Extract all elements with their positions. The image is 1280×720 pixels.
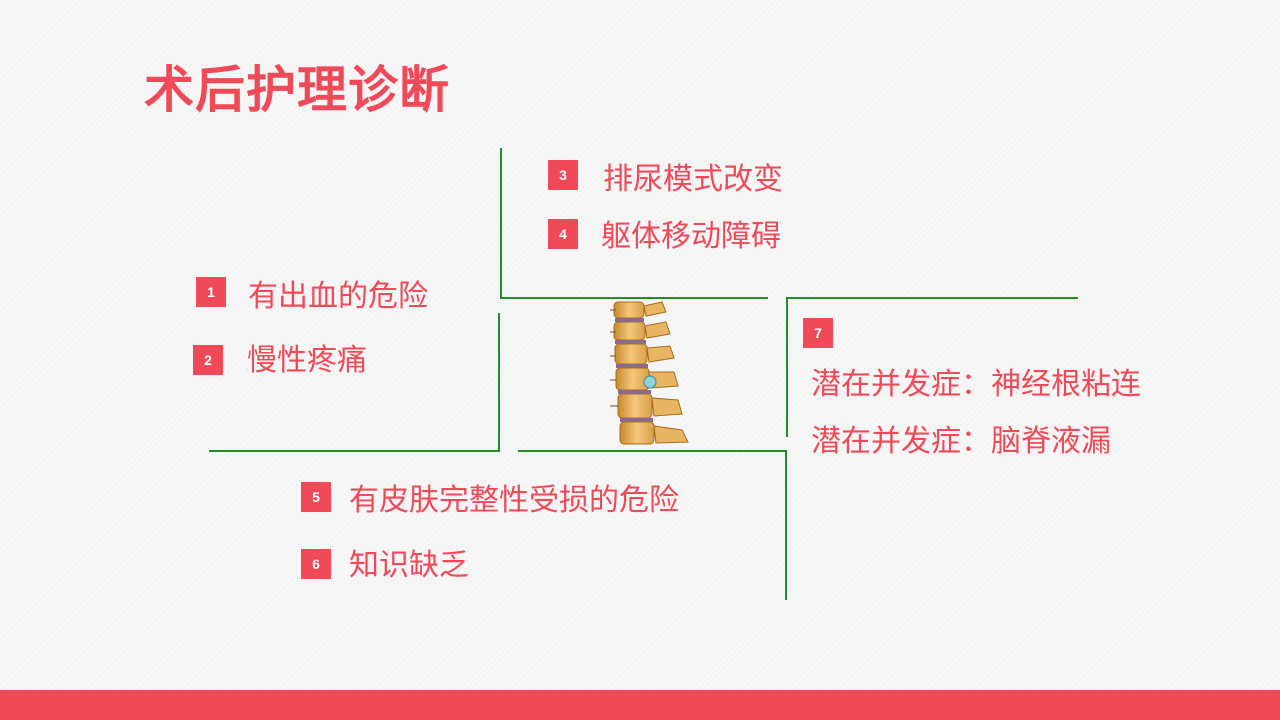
number-badge-1: 1 [196, 277, 226, 307]
diagnosis-item-7-line-2: 潜在并发症：脑脊液漏 [811, 424, 1111, 459]
number-badge-5: 5 [301, 482, 331, 512]
divider-right-vertical [786, 297, 788, 437]
divider-bottom-horizontal [518, 450, 786, 452]
number-badge-6: 6 [301, 549, 331, 579]
diagnosis-item-3: 排尿模式改变 [603, 162, 783, 197]
divider-left-vertical [498, 313, 500, 451]
diagnosis-item-6: 知识缺乏 [349, 548, 469, 583]
slide-title: 术后护理诊断 [144, 61, 450, 119]
number-badge-3: 3 [548, 160, 578, 190]
vertebra-group [613, 301, 655, 445]
divider-right-horizontal [786, 297, 1078, 299]
diagnosis-item-7-line-1: 潜在并发症：神经根粘连 [811, 367, 1141, 402]
number-badge-2: 2 [193, 345, 223, 375]
divider-left-horizontal [209, 450, 500, 452]
herniation-marker [643, 375, 657, 389]
spine-illustration [610, 301, 689, 445]
divider-top-horizontal [500, 297, 768, 299]
divider-bottom-vertical [785, 450, 787, 600]
number-badge-7: 7 [803, 318, 833, 348]
spinous-processes [643, 301, 689, 444]
nerve-lines [610, 309, 618, 407]
divider-top-vertical [500, 148, 502, 298]
diagnosis-item-2: 慢性疼痛 [247, 343, 367, 378]
diagnosis-item-4: 躯体移动障碍 [601, 219, 781, 254]
diagnosis-item-1: 有出血的危险 [248, 279, 428, 314]
diagnosis-item-5: 有皮肤完整性受损的危险 [349, 483, 679, 518]
number-badge-4: 4 [548, 219, 578, 249]
footer-bar [0, 690, 1280, 720]
intervertebral-discs [615, 318, 653, 422]
